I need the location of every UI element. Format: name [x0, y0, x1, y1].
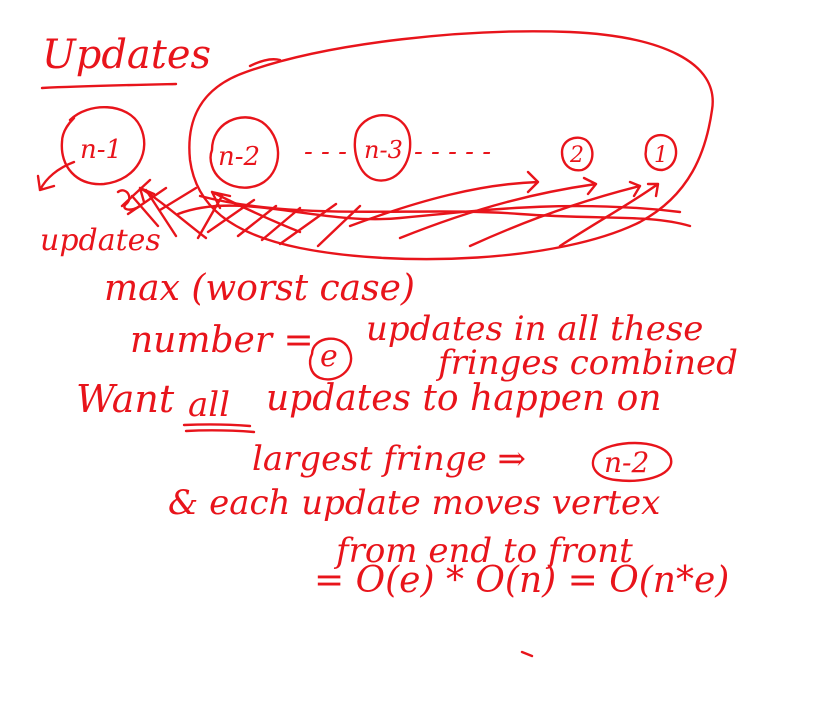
arrow-to-n-2 — [210, 190, 302, 234]
stray-mark — [520, 650, 534, 658]
heading: Updates — [42, 32, 211, 78]
line-8: = O(e) * O(n) = O(n*e) — [314, 560, 729, 601]
node-circle-n-1 — [60, 106, 146, 186]
node-label-n-3: n-3 — [364, 136, 403, 164]
arrow-to-1b — [558, 182, 660, 248]
heading-underline — [40, 82, 178, 90]
node-circle-n-2 — [209, 116, 280, 189]
line-1: max (worst case) — [104, 268, 415, 309]
line-4-underlined: all — [188, 385, 230, 425]
line-2-prefix: number = — [130, 320, 314, 361]
scribble-near-n-1 — [116, 189, 142, 211]
node-circle-1 — [644, 133, 678, 172]
circle-e — [308, 337, 353, 381]
fringe-wave — [176, 204, 682, 221]
node-label-n-2: n-2 — [218, 142, 260, 172]
node-circle-2 — [560, 136, 594, 172]
arrow-out-n-1 — [36, 160, 76, 192]
ellipsis-2: - - - - - — [414, 137, 491, 167]
line-4-prefix: Want — [76, 377, 175, 421]
ink-strokes — [36, 30, 714, 658]
arrow-to-2 — [348, 170, 540, 228]
node-label-2: 2 — [569, 143, 584, 168]
loop-tail — [248, 58, 282, 68]
line-3: fringes combined — [435, 343, 738, 383]
all-underline-2 — [184, 429, 256, 434]
side-label: updates — [40, 223, 161, 258]
crossed-strokes — [120, 178, 362, 248]
handwritten-text: Updates n-1 n-2 - - - n-3 - - - - - 2 1 … — [40, 32, 738, 601]
fringe-wave-2 — [198, 194, 692, 228]
all-underline — [182, 423, 252, 428]
line-7: from end to front — [333, 531, 633, 571]
node-label-n-1: n-1 — [80, 135, 122, 165]
line-5-circled: n-2 — [604, 446, 649, 479]
arrow-to-1 — [468, 180, 642, 248]
node-label-1: 1 — [654, 143, 668, 168]
arrow-to-2b — [398, 176, 598, 240]
line-4-suffix: updates to happen on — [266, 378, 662, 419]
line-5-prefix: largest fringe ⇒ — [252, 439, 526, 479]
line-6: & each update moves vertex — [168, 483, 660, 523]
line-2-suffix: updates in all these — [366, 309, 703, 349]
node-circle-n-3 — [353, 114, 412, 182]
ellipsis-1: - - - — [304, 137, 347, 167]
line-2-symbol: e — [320, 339, 338, 374]
circle-n-2-result — [591, 441, 673, 482]
